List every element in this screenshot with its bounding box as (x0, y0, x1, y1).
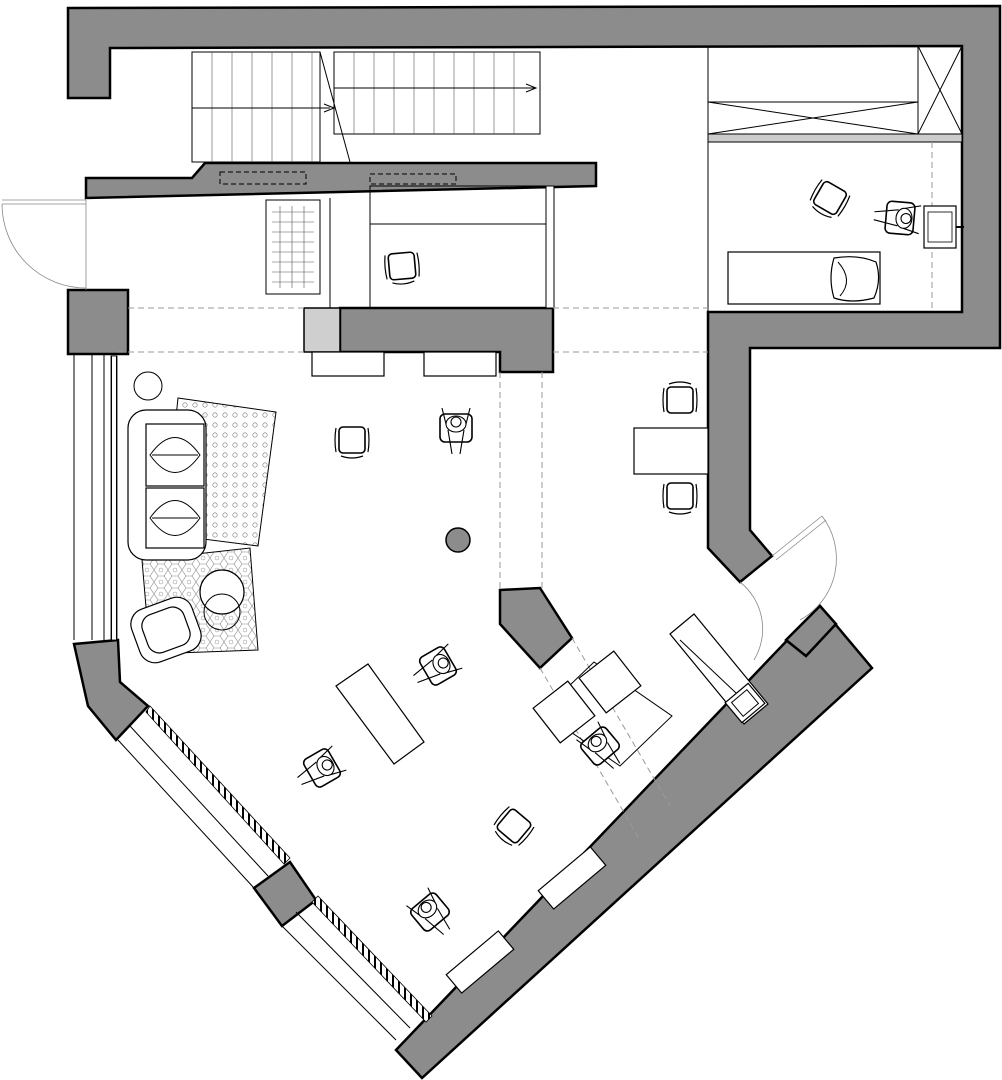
column-left (66, 288, 130, 356)
walls (66, 4, 1002, 1080)
round-table-icon-dark (445, 527, 471, 553)
person-icon-c2 (290, 743, 349, 796)
door-swing-icon-right (739, 515, 837, 661)
bench-1 (537, 846, 607, 910)
wall-mid (84, 161, 598, 200)
round-table-icon (133, 371, 163, 401)
wall-stub (498, 586, 574, 670)
column-light (303, 307, 341, 353)
guide-lines (118, 307, 708, 841)
office-chair-icon-r2 (662, 482, 698, 515)
bench-2 (445, 930, 515, 994)
sofa-icon (127, 409, 207, 561)
wall-left-corner (72, 638, 150, 742)
round-table-icon-lounge (199, 569, 245, 631)
tv-monitor-icon (923, 205, 964, 249)
windows (73, 354, 433, 1041)
person-icon-low (404, 885, 460, 944)
office-upper (219, 171, 555, 309)
stair-icon (191, 51, 541, 163)
person-icon (871, 198, 923, 237)
work-table-center (335, 663, 425, 765)
person-icon-hall (439, 407, 473, 455)
office-chair-icon-r1 (662, 381, 698, 414)
bedroom-upper-right (707, 45, 963, 312)
office-chair-icon-hall (334, 426, 370, 459)
armchair-icon (130, 596, 202, 664)
sink-icon (724, 682, 766, 724)
desk-left (311, 351, 385, 377)
office-chair-icon (805, 177, 853, 223)
rug-icon (265, 199, 321, 295)
wall-bottom-right (394, 604, 874, 1080)
office-chair-icon-upper (383, 250, 422, 287)
desk-right (423, 351, 497, 377)
wall-door-jamb (784, 604, 838, 658)
office-chair-icon-low (488, 804, 537, 852)
door-swing-icon (1, 199, 87, 290)
table-right (633, 427, 709, 475)
person-icon-c1 (406, 641, 465, 694)
bed-icon (727, 251, 881, 305)
person-icon-ws (574, 719, 630, 778)
wall-top (66, 4, 1002, 584)
